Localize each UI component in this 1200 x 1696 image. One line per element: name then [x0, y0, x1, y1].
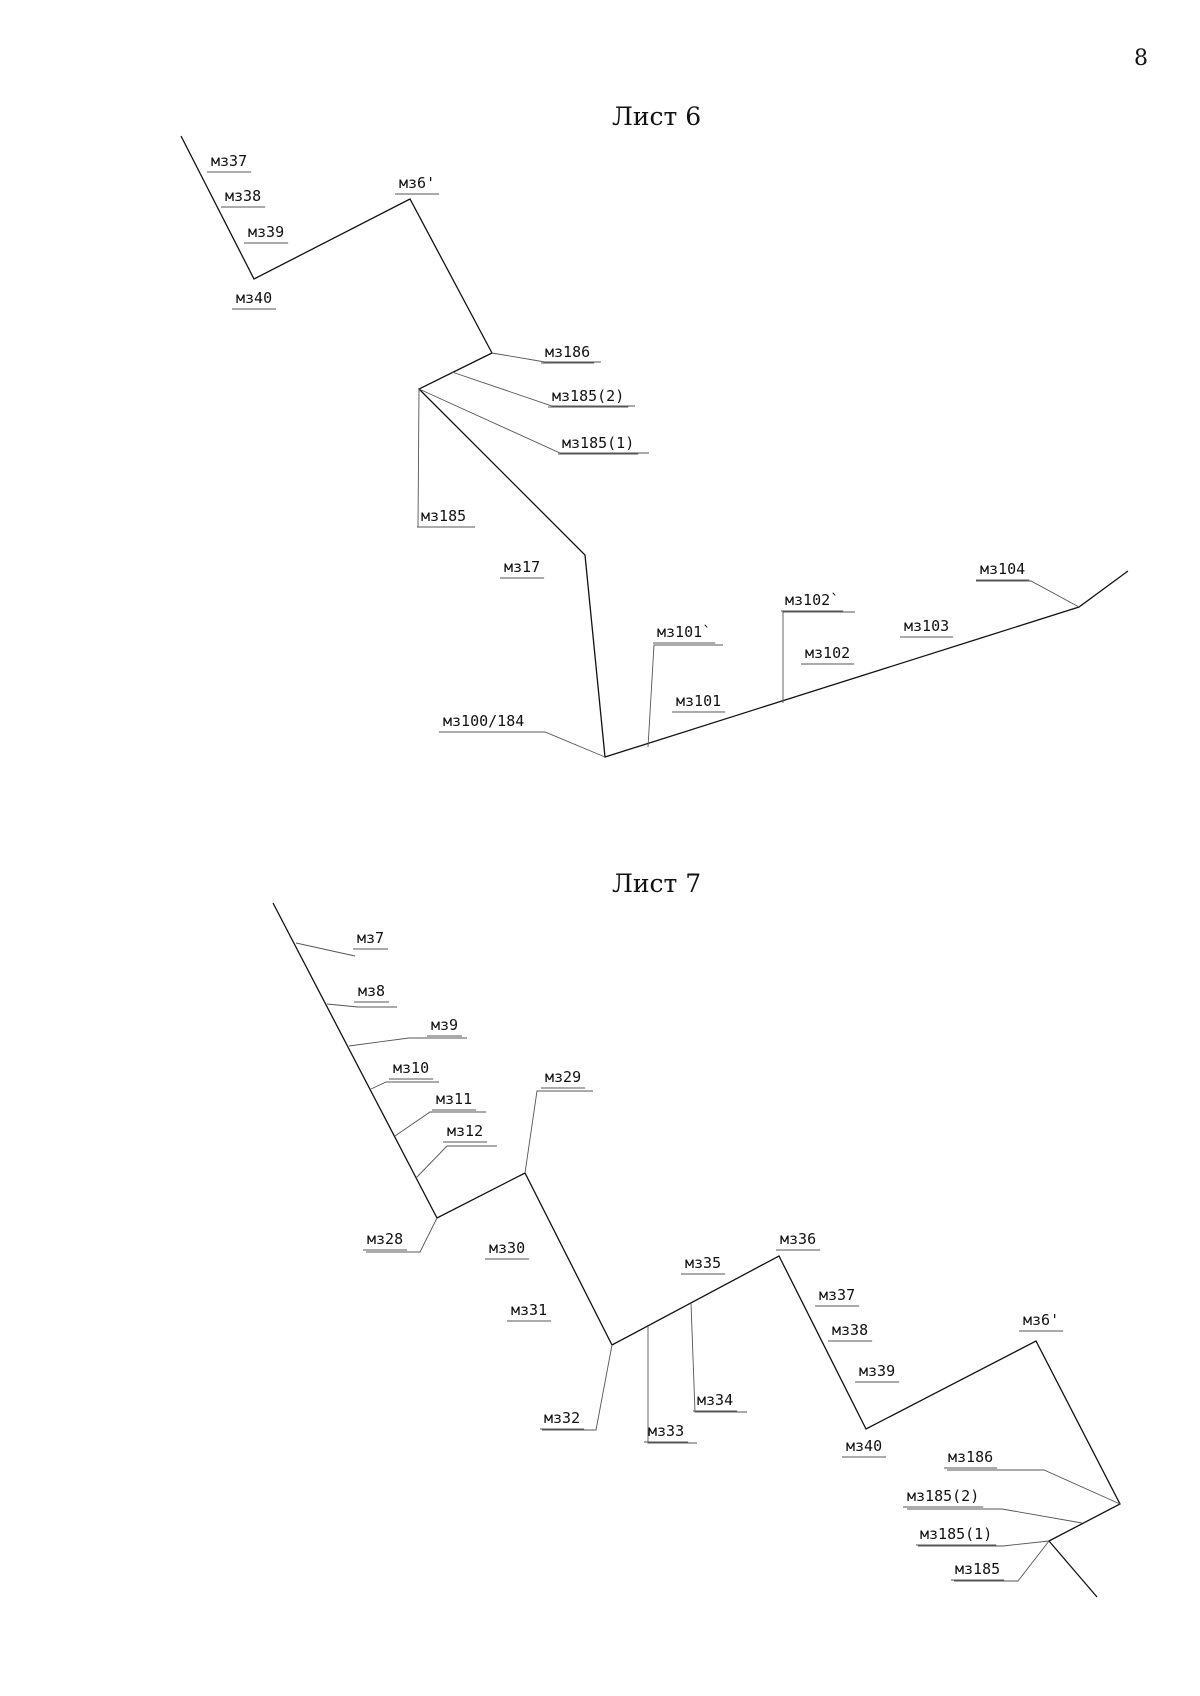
label-mz104: мз104 — [980, 560, 1025, 578]
label-mz186: мз186 — [545, 343, 590, 361]
leader-line — [491, 352, 601, 363]
sheet-7-labels: мз7 мз8 мз9 мз10 мз11 мз12 мз28 мз29 мз3… — [357, 929, 1059, 1578]
label-mz35: мз35 — [685, 1254, 721, 1272]
label-mz37: мз37 — [211, 152, 247, 170]
label-mz30: мз30 — [489, 1239, 525, 1257]
sheet-6-leaders — [417, 352, 1080, 758]
leader-line — [524, 1090, 593, 1174]
label-mz185: мз185 — [955, 1560, 1000, 1578]
leader-line — [348, 1037, 467, 1047]
label-mz28: мз28 — [367, 1230, 403, 1248]
label-mz10: мз10 — [393, 1059, 429, 1077]
leader-line — [918, 1540, 1050, 1547]
leader-line — [295, 942, 356, 957]
label-mz17: мз17 — [504, 558, 540, 576]
leader-line — [976, 580, 1080, 608]
leader-line — [394, 1111, 486, 1137]
label-underlines — [207, 171, 1064, 1581]
leader-line — [954, 1540, 1050, 1582]
label-mz11: мз11 — [436, 1090, 472, 1108]
sheet-6-labels: мз37 мз38 мз39 мз40 мз6' мз186 мз185(2) … — [211, 152, 1025, 730]
sheet-7-diagram: Лист 7 мз7 мз8 мз9 мз10 мз11 — [272, 869, 1121, 1598]
sheet-7-main-lines — [272, 902, 1121, 1598]
label-mz185-1: мз185(1) — [920, 1525, 992, 1543]
label-mz32: мз32 — [544, 1409, 580, 1427]
sheet-6-main-lines — [180, 135, 1129, 758]
label-mz36: мз36 — [780, 1230, 816, 1248]
label-mz102: мз102 — [805, 644, 850, 662]
label-mz12: мз12 — [447, 1122, 483, 1140]
leader-line — [418, 388, 649, 454]
label-mz38: мз38 — [832, 1321, 868, 1339]
label-mz6: мз6' — [399, 174, 435, 192]
label-mz40: мз40 — [236, 289, 272, 307]
label-mz7: мз7 — [357, 929, 384, 947]
label-mz29: мз29 — [545, 1068, 581, 1086]
page-number: 8 — [1134, 46, 1148, 71]
leader-line — [542, 1344, 613, 1431]
label-mz34: мз34 — [697, 1391, 733, 1409]
label-mz185-1: мз185(1) — [562, 434, 634, 452]
label-mz101: мз101 — [676, 692, 721, 710]
main-line — [180, 135, 493, 354]
label-mz6: мз6' — [1023, 1311, 1059, 1329]
label-mz33: мз33 — [648, 1422, 684, 1440]
leader-line — [326, 1003, 397, 1008]
label-mz101-prime: мз101` — [657, 623, 711, 641]
label-mz38: мз38 — [225, 187, 261, 205]
sheet-7-leaders — [295, 942, 1121, 1582]
main-line — [272, 902, 1121, 1598]
sheet-6-diagram: Лист 6 мз37 мз38 мз39 мз40 мз6' мз186 мз… — [180, 102, 1129, 758]
label-mz103: мз103 — [904, 617, 949, 635]
leader-line — [647, 644, 723, 748]
label-mz186: мз186 — [948, 1448, 993, 1466]
label-mz37: мз37 — [819, 1286, 855, 1304]
leader-line — [690, 1302, 747, 1413]
leader-line — [366, 1217, 438, 1253]
leader-line — [415, 1145, 497, 1179]
label-mz8: мз8 — [358, 982, 385, 1000]
label-mz185: мз185 — [421, 507, 466, 525]
leader-line — [441, 731, 606, 758]
label-mz31: мз31 — [511, 1301, 547, 1319]
sheet-6-title: Лист 6 — [612, 102, 701, 131]
leader-line — [907, 1508, 1083, 1524]
leader-line — [782, 611, 855, 703]
label-mz100-184: мз100/184 — [443, 712, 524, 730]
label-mz185-2: мз185(2) — [907, 1487, 979, 1505]
label-mz102-prime: мз102` — [785, 591, 839, 609]
leader-line — [451, 371, 635, 407]
label-mz9: мз9 — [431, 1016, 458, 1034]
sheet-7-title: Лист 7 — [612, 869, 701, 898]
label-mz39: мз39 — [859, 1362, 895, 1380]
leader-line — [370, 1081, 439, 1090]
label-mz39: мз39 — [248, 223, 284, 241]
main-line — [417, 352, 1129, 758]
leader-line — [647, 1326, 697, 1444]
label-mz185-2: мз185(2) — [552, 387, 624, 405]
leader-line — [947, 1469, 1121, 1505]
label-mz40: мз40 — [846, 1437, 882, 1455]
